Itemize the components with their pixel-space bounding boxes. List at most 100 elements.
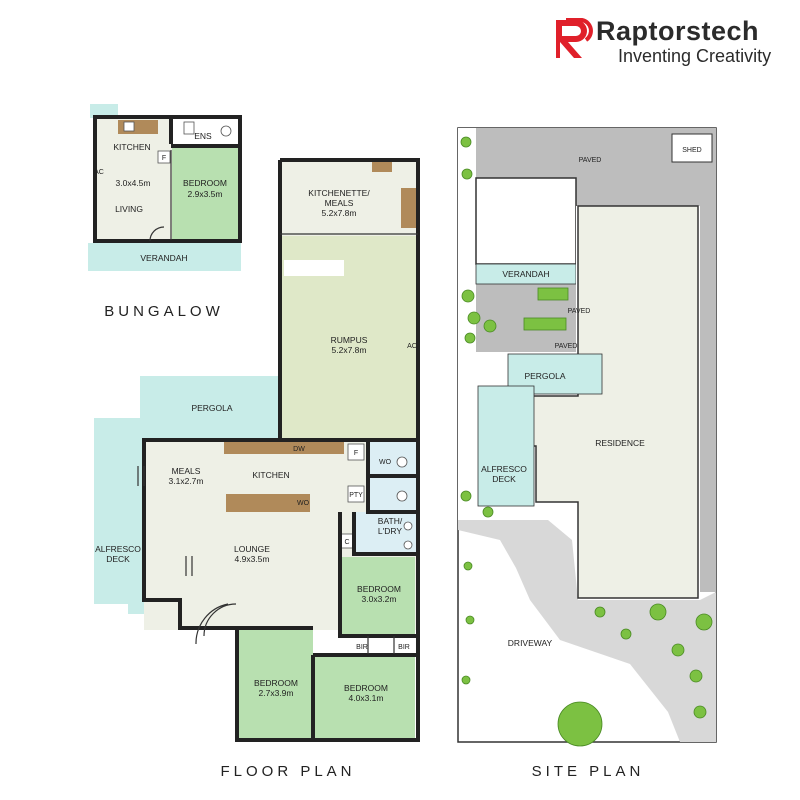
alfresco-step bbox=[128, 604, 150, 614]
wo-label-2: WO bbox=[297, 500, 310, 507]
tree-icon bbox=[460, 136, 472, 148]
pergola-area bbox=[140, 376, 278, 438]
bungalow-bedroom-size: 2.9x3.5m bbox=[188, 189, 223, 199]
bungalow-kitchen-label: KITCHEN bbox=[113, 142, 150, 152]
basin-icon bbox=[403, 521, 413, 531]
kitchenette-label-2: MEALS bbox=[325, 198, 354, 208]
tree-icon bbox=[460, 490, 472, 502]
fridge-icon bbox=[157, 150, 171, 164]
bungalow-bedroom-label: BEDROOM bbox=[183, 178, 227, 188]
site-verandah-label: VERANDAH bbox=[502, 269, 549, 279]
bedroom-3-label: BEDROOM bbox=[344, 683, 388, 693]
tree-icon bbox=[461, 168, 473, 180]
lounge-size: 4.9x3.5m bbox=[235, 554, 270, 564]
kitchen-label: KITCHEN bbox=[252, 470, 289, 480]
kitchenette-area bbox=[280, 160, 418, 236]
toilet-icon bbox=[220, 125, 232, 137]
wo-label-1: WO bbox=[379, 459, 392, 466]
garden-bed bbox=[523, 317, 567, 331]
site-alfresco-label-1: ALFRESCO bbox=[481, 464, 527, 474]
alfresco-label-2: DECK bbox=[106, 554, 130, 564]
pergola-label: PERGOLA bbox=[191, 403, 232, 413]
residence-label: RESIDENCE bbox=[595, 438, 645, 448]
sink-icon bbox=[123, 121, 135, 132]
kitchenette-bench bbox=[372, 160, 392, 172]
bedroom-2-label: BEDROOM bbox=[254, 678, 298, 688]
paved-label-mid: PAVED bbox=[568, 308, 591, 315]
bungalow-ens-label: ENS bbox=[194, 131, 212, 141]
fridge-label: F bbox=[354, 450, 358, 457]
kitchenette-size: 5.2x7.8m bbox=[322, 208, 357, 218]
garden-bed bbox=[537, 287, 569, 301]
site-alfresco-label-2: DECK bbox=[492, 474, 516, 484]
paved-label-low: PAVED bbox=[555, 343, 578, 350]
tree-icon bbox=[461, 675, 471, 685]
driveway-area bbox=[458, 520, 716, 742]
shed bbox=[671, 133, 713, 163]
sliding-door-icon bbox=[185, 556, 193, 576]
tree-icon bbox=[464, 332, 476, 344]
bath-label-1: BATH/ bbox=[378, 516, 403, 526]
dishwasher-label: DW bbox=[293, 446, 305, 453]
bir-area bbox=[340, 636, 416, 654]
rumpus-ac-label: AC bbox=[407, 343, 417, 350]
bungalow-kitchen-size: 3.0x4.5m bbox=[116, 178, 151, 188]
pantry-label: PTY bbox=[349, 492, 363, 499]
bir-label-2: BIR bbox=[398, 644, 410, 651]
site-alfresco bbox=[477, 385, 535, 507]
basin-icon bbox=[403, 540, 413, 550]
brand-name: Raptorstech bbox=[596, 16, 760, 46]
bungalow-ac-label: AC bbox=[94, 169, 104, 176]
entry-curve bbox=[195, 603, 237, 645]
bedroom-walls bbox=[237, 512, 416, 740]
tree-icon bbox=[483, 319, 497, 333]
bedroom-3-area bbox=[314, 655, 415, 740]
kitchen-island bbox=[226, 494, 296, 512]
tree-icon bbox=[594, 606, 606, 618]
rumpus-skylight bbox=[284, 260, 344, 276]
tree-icon bbox=[695, 613, 713, 631]
rumpus-label: RUMPUS bbox=[331, 335, 368, 345]
bungalow-bedroom bbox=[172, 146, 239, 240]
wet-area-walls bbox=[352, 440, 416, 556]
tree-icon bbox=[620, 628, 632, 640]
kitchen-bench bbox=[224, 442, 344, 454]
raptorstech-logo-icon bbox=[556, 18, 593, 58]
rumpus-size: 5.2x7.8m bbox=[332, 345, 367, 355]
lounge-label: LOUNGE bbox=[234, 544, 270, 554]
rumpus-east-wall bbox=[280, 158, 420, 440]
bedroom-3-size: 4.0x3.1m bbox=[349, 693, 384, 703]
alfresco-deck-area bbox=[94, 418, 160, 604]
tree-icon bbox=[482, 506, 494, 518]
bir-label-1: BIR bbox=[356, 644, 368, 651]
bedroom-2-size: 2.7x3.9m bbox=[259, 688, 294, 698]
cupboard-label: C bbox=[344, 539, 349, 546]
floor-plan: KITCHENETTE/ MEALS 5.2x7.8m RUMPUS 5.2x7… bbox=[94, 158, 420, 780]
tree-icon bbox=[671, 643, 685, 657]
bungalow-outer-wall bbox=[93, 115, 242, 243]
bedroom-1-label: BEDROOM bbox=[357, 584, 401, 594]
landscaping bbox=[460, 136, 713, 747]
meals-size: 3.1x2.7m bbox=[169, 476, 204, 486]
bungalow-plan: KITCHEN 3.0x4.5m LIVING ENS BEDROOM 2.9x… bbox=[88, 104, 242, 320]
shed-label: SHED bbox=[682, 147, 701, 154]
bedroom-2-area bbox=[237, 628, 313, 740]
bungalow-caption: BUNGALOW bbox=[104, 303, 224, 320]
bath-label-2: L'DRY bbox=[378, 526, 402, 536]
site-bungalow bbox=[475, 177, 577, 265]
alfresco-label-1: ALFRESCO bbox=[95, 544, 141, 554]
bir-dividers bbox=[367, 636, 395, 654]
bungalow-fridge-label: F bbox=[162, 155, 166, 162]
vanity-icon bbox=[183, 121, 195, 135]
bedroom-1-size: 3.0x3.2m bbox=[362, 594, 397, 604]
tree-icon bbox=[689, 669, 703, 683]
driveway-label: DRIVEWAY bbox=[508, 638, 553, 648]
tree-icon bbox=[467, 311, 481, 325]
paved-label-top: PAVED bbox=[579, 157, 602, 164]
site-plan: SHED PAVED VERANDAH PAVED PAVED PERGOLA … bbox=[457, 127, 717, 780]
kitchenette-label-1: KITCHENETTE/ bbox=[308, 188, 370, 198]
tree-icon bbox=[461, 289, 475, 303]
bungalow-verandah bbox=[88, 243, 241, 271]
toilet-icon bbox=[396, 490, 408, 502]
